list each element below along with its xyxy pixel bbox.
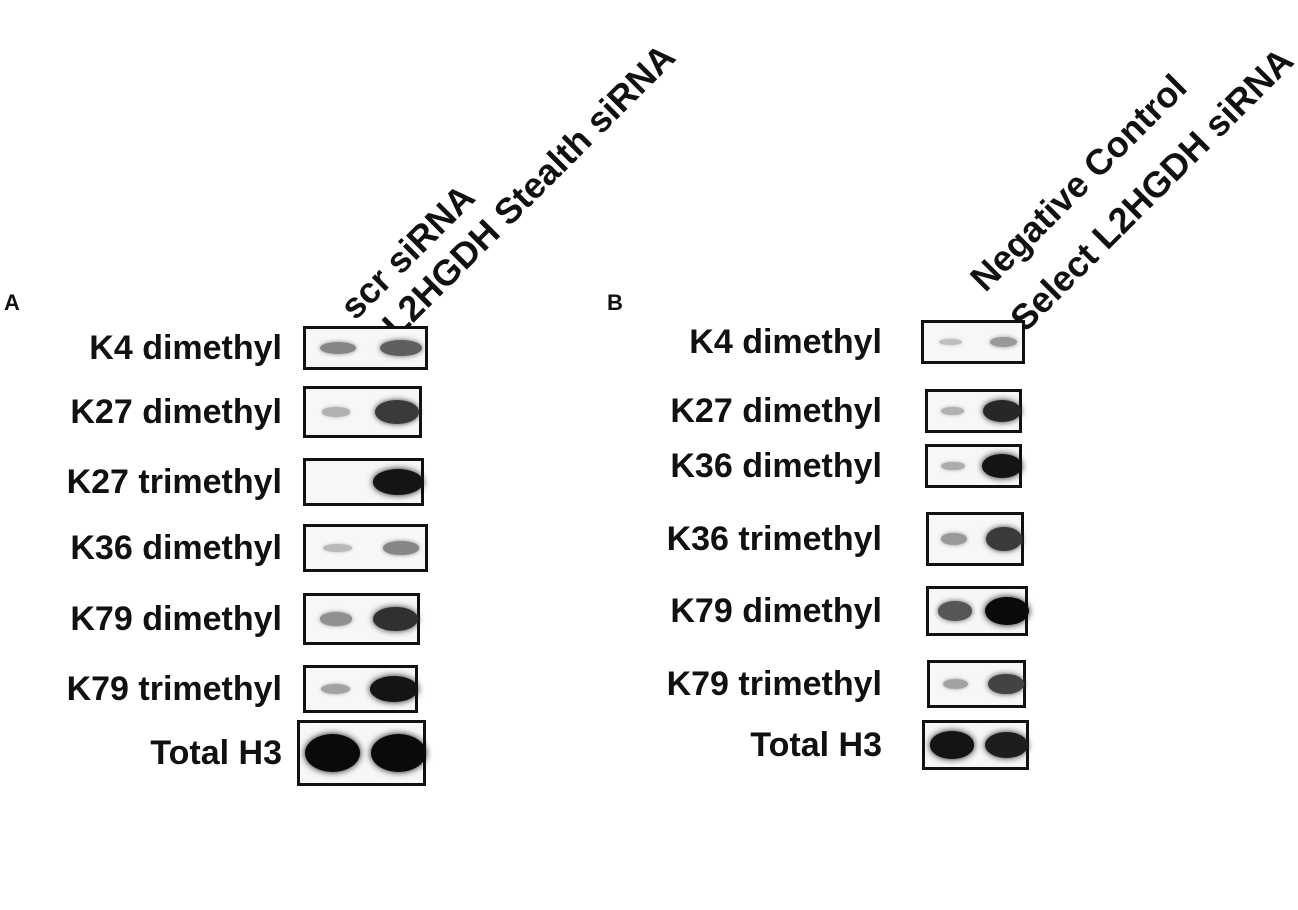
blot-band bbox=[930, 731, 975, 759]
blot-strip bbox=[925, 389, 1022, 433]
blot-band bbox=[322, 407, 351, 417]
blot-band bbox=[941, 407, 965, 415]
blot-strip bbox=[921, 320, 1025, 364]
panel-b-letter: B bbox=[607, 290, 623, 315]
blot-row-label: K79 trimethyl bbox=[66, 670, 282, 708]
blot-strip bbox=[303, 386, 422, 438]
blot-band bbox=[985, 596, 1029, 626]
blot-band bbox=[383, 541, 420, 555]
blot-band bbox=[320, 683, 350, 695]
blot-band bbox=[323, 544, 353, 552]
blot-band bbox=[372, 606, 418, 632]
blot-strip bbox=[297, 720, 426, 786]
blot-band bbox=[319, 612, 352, 626]
blot-band bbox=[369, 676, 418, 702]
blot-band bbox=[982, 454, 1023, 478]
blot-row-label: K4 dimethyl bbox=[89, 329, 282, 367]
blot-strip bbox=[303, 593, 420, 645]
blot-band bbox=[940, 461, 965, 471]
blot-band bbox=[987, 673, 1024, 695]
blot-band bbox=[985, 732, 1029, 758]
blot-band bbox=[937, 601, 973, 621]
blot-strip bbox=[927, 660, 1026, 708]
blot-row-label: K27 trimethyl bbox=[66, 463, 282, 501]
blot-strip bbox=[926, 586, 1029, 636]
blot-band bbox=[941, 532, 967, 546]
blot-row-label: K79 trimethyl bbox=[666, 665, 882, 703]
blot-strip bbox=[926, 512, 1024, 566]
blot-strip bbox=[303, 665, 418, 713]
blot-band bbox=[985, 526, 1023, 552]
blot-strip bbox=[303, 524, 428, 572]
blot-band bbox=[305, 733, 361, 773]
blot-band bbox=[989, 336, 1018, 348]
blot-row-label: Total H3 bbox=[750, 726, 882, 764]
blot-row-label: K79 dimethyl bbox=[70, 600, 282, 638]
blot-band bbox=[373, 469, 424, 495]
blot-band bbox=[983, 400, 1022, 422]
blot-row-label: K36 dimethyl bbox=[70, 529, 282, 567]
blot-strip bbox=[922, 720, 1029, 770]
blot-row-label: K4 dimethyl bbox=[689, 323, 882, 361]
blot-band bbox=[380, 340, 422, 356]
blot-band bbox=[942, 678, 968, 690]
blot-row-label: K36 trimethyl bbox=[666, 520, 882, 558]
blot-band bbox=[319, 342, 356, 354]
blot-row-label: K79 dimethyl bbox=[670, 592, 882, 630]
blot-row-label: K36 dimethyl bbox=[670, 447, 882, 485]
blot-row-label: Total H3 bbox=[150, 734, 282, 772]
panel-a-lane-2-label: L2HGDH Stealth siRNA bbox=[373, 35, 683, 345]
blot-strip bbox=[303, 458, 424, 506]
blot-band bbox=[370, 733, 426, 773]
blot-strip bbox=[303, 326, 428, 370]
panel-a-letter: A bbox=[4, 290, 20, 315]
blot-band bbox=[938, 338, 963, 346]
blot-row-label: K27 dimethyl bbox=[70, 393, 282, 431]
blot-band bbox=[374, 400, 419, 424]
blot-strip bbox=[925, 444, 1023, 488]
blot-row-label: K27 dimethyl bbox=[670, 392, 882, 430]
